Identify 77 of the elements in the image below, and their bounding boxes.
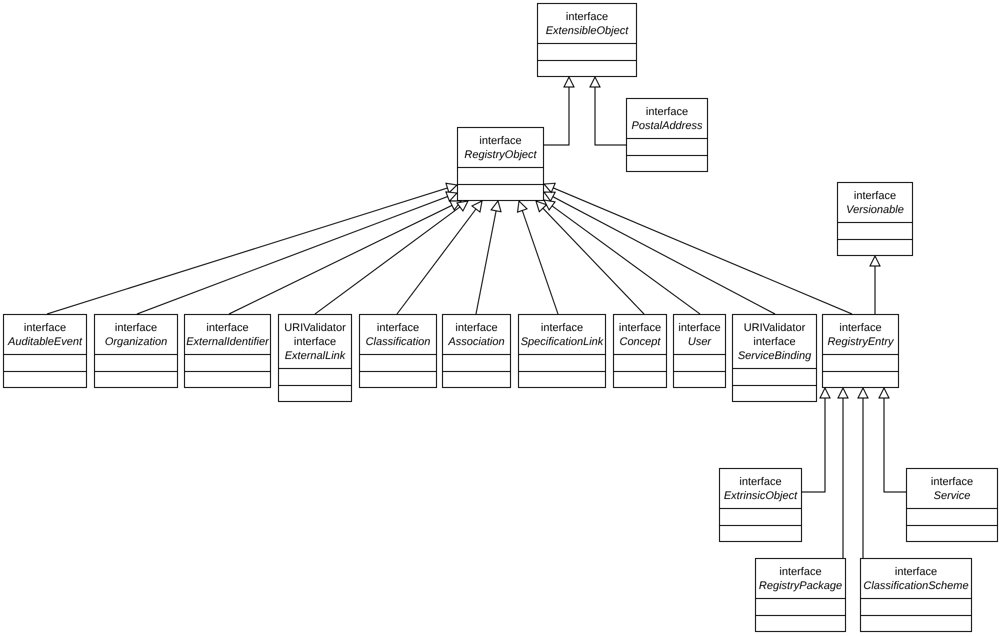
class-box	[732, 314, 817, 402]
stereotype-label: interface	[646, 104, 688, 118]
stereotype-label: interface	[294, 334, 336, 348]
generalization-arrow	[858, 388, 868, 558]
class-box	[94, 314, 178, 388]
generalization-arrow	[878, 388, 906, 492]
class-box	[359, 314, 437, 388]
generalization-arrow	[544, 200, 700, 314]
stereotype-label: interface	[779, 564, 822, 578]
class-name: Organization	[104, 334, 168, 348]
class-box	[837, 182, 913, 256]
class-name: Service	[934, 488, 970, 502]
stereotype-label: interface	[854, 188, 896, 202]
stereotype-label: interface	[540, 320, 584, 334]
class-name: ExtrinsicObject	[724, 488, 798, 502]
stereotype-label: URIValidator	[284, 320, 346, 334]
class-box	[278, 314, 352, 402]
class-box	[442, 314, 511, 388]
class-name: PostalAddress	[632, 118, 702, 132]
class-box	[626, 98, 708, 172]
generalization-arrow	[838, 388, 848, 558]
stereotype-label: interface	[739, 474, 782, 488]
class-box	[719, 468, 802, 542]
class-box	[860, 558, 972, 632]
generalization-arrow	[136, 191, 458, 314]
stereotype-label: interface	[114, 320, 158, 334]
stereotype-label: interface	[618, 320, 662, 334]
generalization-arrow	[46, 182, 458, 314]
class-box	[457, 127, 544, 201]
generalization-arrow	[544, 192, 776, 314]
class-name: Concept	[620, 334, 660, 348]
generalization-arrow	[476, 200, 502, 314]
class-name: AuditableEvent	[8, 334, 82, 348]
class-name: RegistryPackage	[758, 578, 842, 592]
class-name: Versionable	[846, 202, 904, 216]
stereotype-label: URIValidator	[744, 320, 806, 334]
class-name: ExtensibleObject	[546, 24, 628, 38]
class-name: RegistryEntry	[827, 334, 894, 348]
class-name: ClassificationScheme	[863, 578, 969, 592]
stereotype-label: interface	[24, 320, 66, 334]
class-box	[755, 558, 846, 632]
generalization-arrow	[536, 200, 644, 314]
generalization-arrow	[314, 200, 468, 314]
class-box	[537, 3, 637, 77]
generalization-arrow	[544, 182, 852, 314]
class-box	[518, 314, 606, 388]
generalization-arrow	[228, 200, 462, 314]
class-name: RegistryObject	[464, 148, 537, 162]
stereotype-label: interface	[206, 320, 249, 334]
stereotype-label: interface	[376, 320, 420, 334]
stereotype-label: interface	[930, 474, 974, 488]
generalization-arrow	[544, 76, 574, 146]
stereotype-label: interface	[678, 320, 721, 334]
stereotype-label: interface	[753, 334, 796, 348]
generalization-arrow	[517, 200, 558, 314]
generalization-arrow	[590, 76, 626, 146]
class-name: ExternalIdentifier	[186, 334, 269, 348]
class-name: ExternalLink	[284, 348, 346, 362]
generalization-arrow	[870, 256, 880, 314]
class-name: SpecificationLink	[520, 334, 604, 348]
class-box	[3, 314, 87, 388]
stereotype-label: interface	[479, 134, 522, 148]
class-name: Classification	[366, 334, 430, 348]
class-name: User	[688, 334, 712, 348]
class-box	[184, 314, 271, 388]
stereotype-label: interface	[566, 10, 608, 24]
class-name: Association	[448, 334, 505, 348]
class-box	[906, 468, 998, 542]
stereotype-label: interface	[894, 564, 938, 578]
stereotype-label: interface	[455, 320, 498, 334]
stereotype-label: interface	[839, 320, 882, 334]
class-box	[822, 314, 899, 388]
generalization-arrow	[396, 200, 482, 314]
class-box	[613, 314, 667, 388]
generalization-arrow	[802, 388, 830, 492]
class-box	[673, 314, 726, 388]
class-name: ServiceBinding	[738, 348, 812, 362]
